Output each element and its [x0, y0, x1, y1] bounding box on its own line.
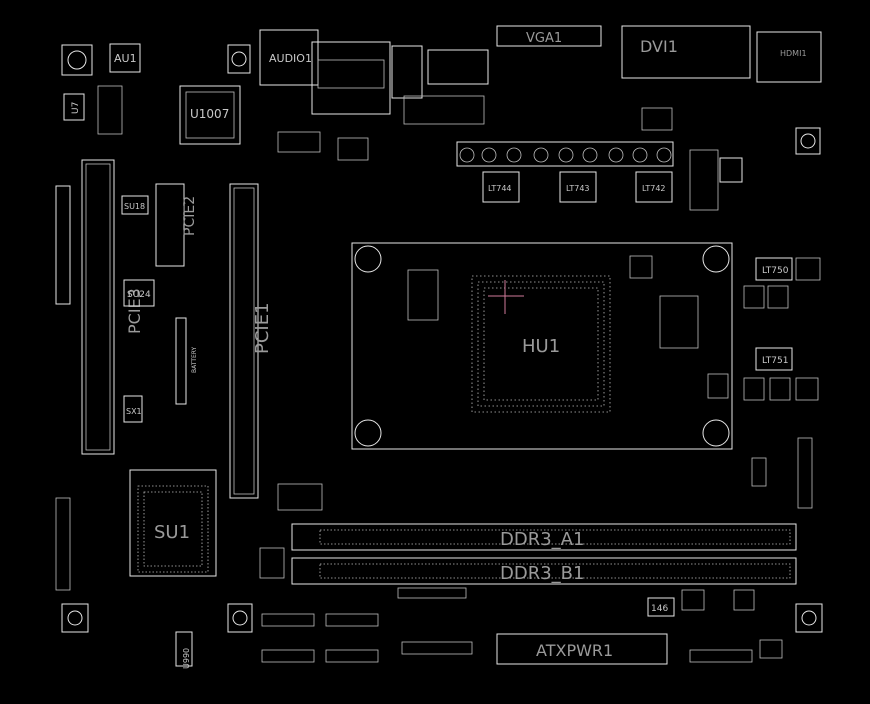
svg-text:DDR3_B1: DDR3_B1 [500, 563, 584, 584]
dimm-ddr3-b1: DDR3_B1 [291, 557, 797, 585]
svg-text:DDR3_A1: DDR3_A1 [500, 529, 584, 550]
chip-su24: SU24 [123, 279, 155, 307]
svg-text:ATXPWR1: ATXPWR1 [536, 641, 613, 660]
chipset-su1: SU1 [129, 469, 217, 577]
rj45-usb-stack [311, 41, 391, 115]
svg-text:U7: U7 [71, 102, 81, 114]
svg-text:LT751: LT751 [762, 356, 788, 366]
mosfet-right [719, 157, 743, 183]
battery-holder: BATTERY [175, 317, 198, 405]
atx-power-connector-atxpwr1: ATXPWR1 [496, 633, 668, 665]
hdmi-connector-hdmi1: HDMI1 [756, 31, 822, 83]
svg-text:LT742: LT742 [642, 184, 666, 193]
dvi-connector-dvi1: DVI1 [621, 25, 751, 79]
svg-text:BATTERY: BATTERY [191, 346, 198, 373]
svg-text:PCIE2: PCIE2 [182, 196, 198, 236]
svg-text:LT750: LT750 [762, 266, 789, 276]
chip-u990: U990 [175, 631, 193, 669]
vrm-caps-row [456, 141, 674, 167]
svg-text:DVI1: DVI1 [640, 37, 678, 56]
mounting-hole-top-right [795, 127, 821, 155]
mounting-hole-bottom-mid [227, 603, 253, 633]
chip-u1007: U1007 [179, 85, 241, 145]
svg-text:VGA1: VGA1 [526, 31, 562, 46]
svg-text:LT744: LT744 [488, 184, 512, 193]
svg-text:146: 146 [651, 604, 668, 614]
capacitor-146: 146 [647, 597, 675, 617]
usb-connector-rear [391, 45, 423, 99]
svg-text:HDMI1: HDMI1 [780, 49, 807, 58]
inductor-lt751: LT751 [755, 347, 793, 371]
inductor-lt742: LT742 [635, 171, 673, 203]
chip-su18: SU18 [121, 195, 149, 215]
svg-text:LT743: LT743 [566, 184, 590, 193]
inductor-lt750: LT750 [755, 257, 793, 281]
svg-text:PCIE1: PCIE1 [252, 302, 273, 354]
svg-text:U990: U990 [182, 648, 191, 669]
inductor-lt743: LT743 [559, 171, 597, 203]
inductor-lt744: LT744 [482, 171, 520, 203]
svg-text:AUDIO1: AUDIO1 [269, 52, 312, 65]
svg-text:SU1: SU1 [154, 522, 190, 543]
cpu-socket-hu1: HU1 [351, 242, 733, 450]
svg-text:PCIE3: PCIE3 [125, 288, 144, 334]
slot-pcie1: PCIE1 [229, 183, 273, 499]
crystal-sx1: SX1 [123, 395, 143, 423]
slot-left-column: PCIE3 [55, 159, 144, 455]
svg-text:U1007: U1007 [190, 107, 229, 121]
chip-u7: U7 [63, 93, 85, 121]
dimm-ddr3-a1: DDR3_A1 [291, 523, 797, 551]
svg-text:SU24: SU24 [127, 290, 151, 300]
audio-codec-au1: AU1 [109, 43, 141, 73]
passive-components [55, 85, 821, 663]
mounting-hole-bottom-right [795, 603, 823, 633]
mounting-hole-top-2 [227, 44, 251, 74]
svg-text:AU1: AU1 [114, 52, 137, 65]
svg-text:SU18: SU18 [124, 202, 145, 211]
mounting-hole-top-left [61, 44, 93, 76]
svg-text:SX1: SX1 [126, 407, 142, 416]
slot-pcie2: PCIE2 [155, 183, 198, 267]
mounting-hole-bottom-left [61, 603, 89, 633]
ps2-connector [427, 49, 489, 85]
audio-connector-audio1: AUDIO1 [259, 29, 319, 86]
vga-connector-vga1: VGA1 [496, 25, 602, 47]
svg-text:HU1: HU1 [522, 336, 560, 357]
